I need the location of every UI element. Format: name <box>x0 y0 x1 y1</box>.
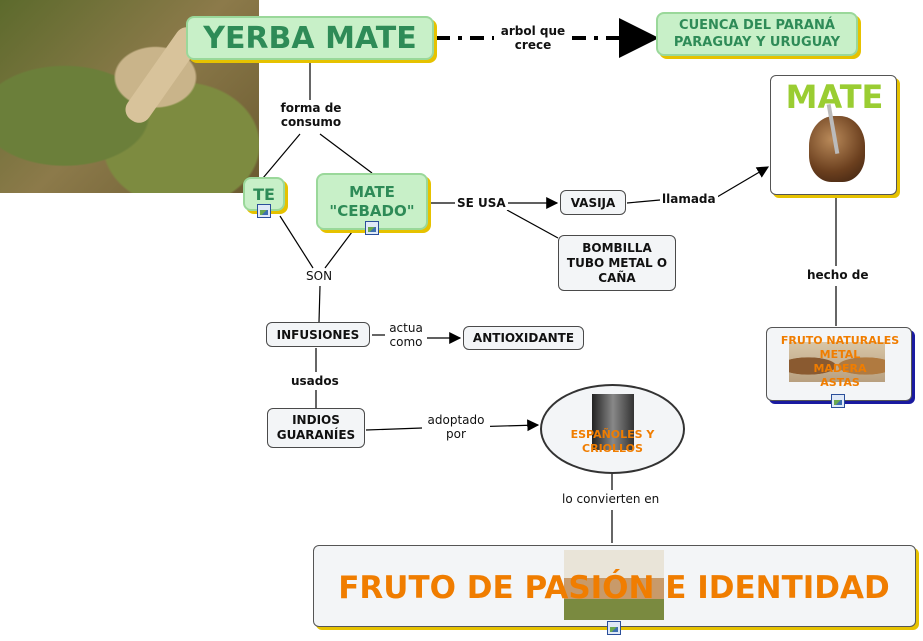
link-label-arbol: arbol que crece <box>494 24 572 52</box>
bombilla-node[interactable]: BOMBILLA TUBO METAL O CAÑA <box>558 235 676 291</box>
link-label-llamada: llamada <box>660 192 718 206</box>
link-label-se-usa: SE USA <box>455 196 508 210</box>
antioxidante-node[interactable]: ANTIOXIDANTE <box>463 326 584 350</box>
materiales-label: FRUTO NATURALES METAL MADERA ASTAS <box>780 334 900 389</box>
link-label-son: SON <box>304 269 335 283</box>
infusiones-label: INFUSIONES <box>276 327 360 342</box>
materiales-node[interactable]: FRUTO NATURALES METAL MADERA ASTAS <box>766 327 912 401</box>
cuenca-label: CUENCA DEL PARANÁ PARAGUAY Y URUGUAY <box>673 18 841 50</box>
link-label-forma: forma de consumo <box>272 101 350 129</box>
vasija-node[interactable]: VASIJA <box>560 190 626 215</box>
link-label-hecho: hecho de <box>805 268 871 282</box>
vasija-label: VASIJA <box>570 195 616 210</box>
bombilla-label: BOMBILLA TUBO METAL O CAÑA <box>566 240 668 285</box>
indios-label: INDIOS GUARANÍES <box>276 413 356 442</box>
image-thumbnail-icon[interactable] <box>257 204 271 218</box>
link-label-actua: actua como <box>385 321 427 349</box>
cuenca-node[interactable]: CUENCA DEL PARANÁ PARAGUAY Y URUGUAY <box>656 12 858 56</box>
criollos-image <box>592 394 634 450</box>
te-label: TE <box>253 184 275 204</box>
fruto-pasion-node[interactable]: FRUTO DE PASIÓN E IDENTIDAD <box>313 545 916 627</box>
espanoles-label: ESPAÑOLES Y CRIOLLOS <box>570 428 655 455</box>
infusiones-node[interactable]: INFUSIONES <box>266 322 370 347</box>
yerba-mate-node[interactable]: YERBA MATE <box>186 16 434 60</box>
pasion-image <box>564 550 664 620</box>
yerba-mate-label: YERBA MATE <box>203 20 417 56</box>
link-label-adoptado: adoptado por <box>422 413 490 441</box>
image-thumbnail-icon[interactable] <box>831 394 845 408</box>
mate-image-node[interactable]: MATE <box>770 75 897 195</box>
mate-cebado-label: MATE "CEBADO" <box>329 182 415 220</box>
fruto-pasion-label: FRUTO DE PASIÓN E IDENTIDAD <box>338 570 890 606</box>
mate-title: MATE <box>785 78 884 116</box>
espanoles-node[interactable]: ESPAÑOLES Y CRIOLLOS <box>540 384 685 474</box>
link-label-convierten: lo convierten en <box>560 492 662 506</box>
materiales-image <box>789 342 885 382</box>
link-label-usados: usados <box>289 374 341 388</box>
image-thumbnail-icon[interactable] <box>607 621 621 635</box>
antioxidante-label: ANTIOXIDANTE <box>472 331 575 345</box>
mate-cebado-node[interactable]: MATE "CEBADO" <box>316 173 428 230</box>
indios-node[interactable]: INDIOS GUARANÍES <box>267 408 365 448</box>
te-node[interactable]: TE <box>243 177 285 211</box>
image-thumbnail-icon[interactable] <box>365 221 379 235</box>
